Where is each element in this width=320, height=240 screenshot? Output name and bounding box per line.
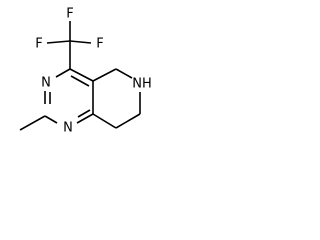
bond-c4-n3 xyxy=(55,68,71,78)
bond-c7-c8 xyxy=(115,113,141,129)
bond-c-f-left xyxy=(46,40,71,44)
atom-f-left: F xyxy=(35,37,42,52)
bond-c4a-c5 xyxy=(92,68,117,82)
bond-n1-c8a-double xyxy=(77,109,91,118)
chemical-structure-drawing: F F F N N NH xyxy=(19,7,152,136)
bond-c5-n6 xyxy=(115,68,133,79)
atom-n3: N xyxy=(41,76,51,91)
bond-c2-methyl xyxy=(19,115,46,131)
bond-c-f-right xyxy=(69,40,92,44)
bond-c4a-c4-double xyxy=(70,75,90,87)
bond-c8-c8a xyxy=(92,113,117,129)
atom-n6: NH xyxy=(132,77,152,92)
atom-f-right: F xyxy=(96,37,103,52)
atom-f-top: F xyxy=(66,7,73,22)
bond-c4a-c4 xyxy=(69,68,94,82)
bond-n1-c8a xyxy=(76,113,94,124)
bond-c2-n1 xyxy=(44,115,58,124)
atom-n1: N xyxy=(63,121,73,136)
